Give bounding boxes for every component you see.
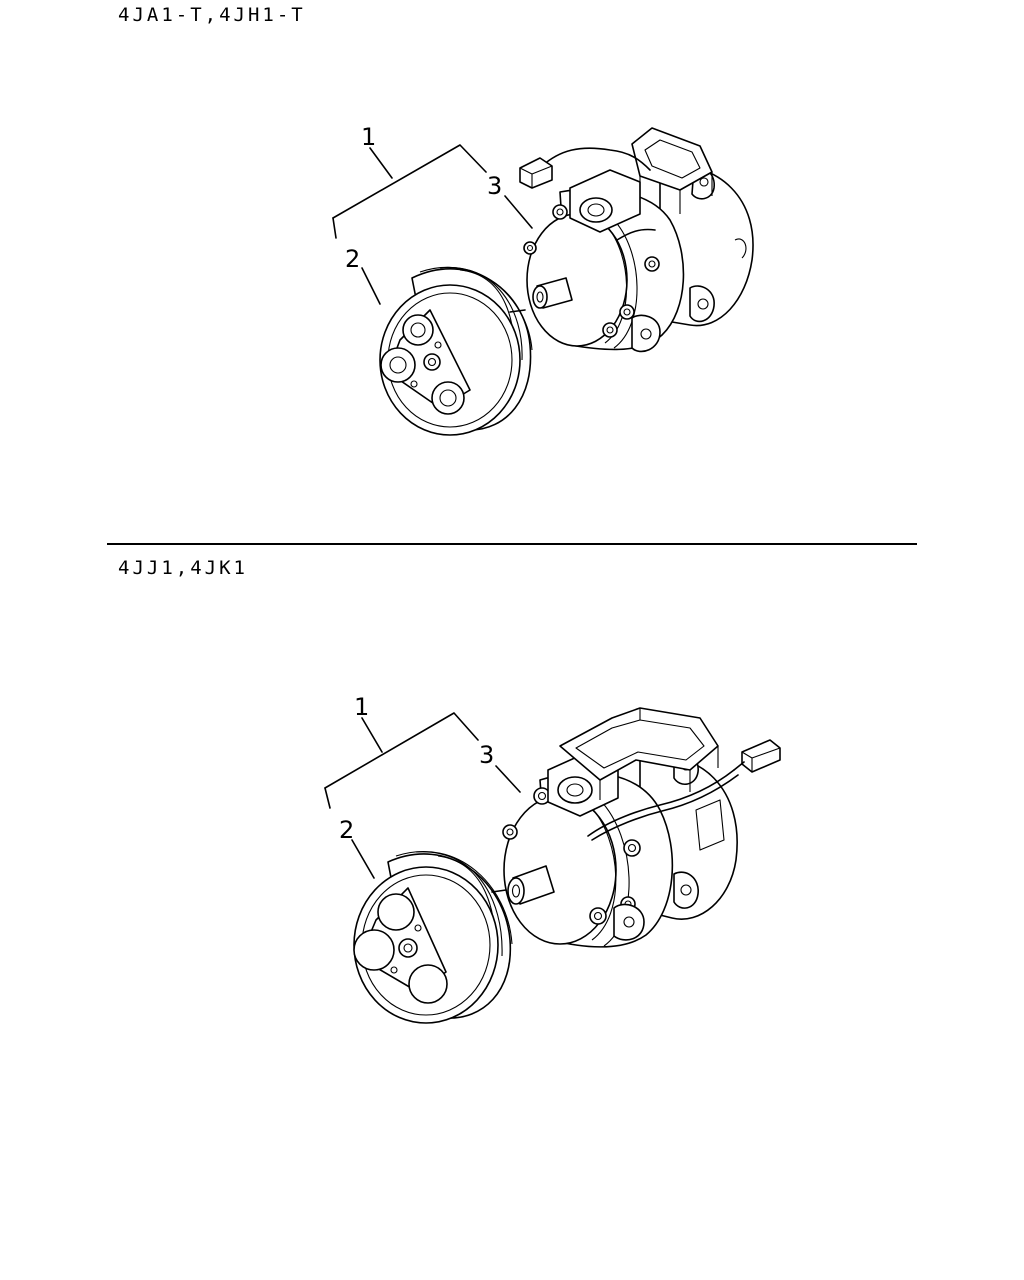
- callout-bracket-bottom: [324, 712, 521, 879]
- compressor-body: [519, 127, 754, 353]
- callout-number-1: 1: [361, 123, 376, 151]
- callout-number-2: 2: [339, 816, 354, 844]
- callout-bracket-top: [332, 144, 533, 305]
- pulley-clutch-assembly: [379, 266, 533, 436]
- callout-number-3: 3: [479, 741, 494, 769]
- compressor-body: [502, 707, 781, 948]
- assembly-bottom: 1 2 3: [324, 693, 781, 1024]
- pulley-clutch-assembly: [353, 850, 513, 1024]
- callout-number-3: 3: [487, 172, 502, 200]
- callout-number-1: 1: [354, 693, 369, 721]
- section-title-engine-4jj1-4jk1: 4JJ1,4JK1: [118, 557, 248, 579]
- callout-number-2: 2: [345, 245, 360, 273]
- section-title-engine-4ja1-4jh1: 4JA1-T,4JH1-T: [118, 4, 306, 26]
- section-divider: [107, 543, 917, 545]
- assembly-top: 1 2 3: [332, 123, 754, 436]
